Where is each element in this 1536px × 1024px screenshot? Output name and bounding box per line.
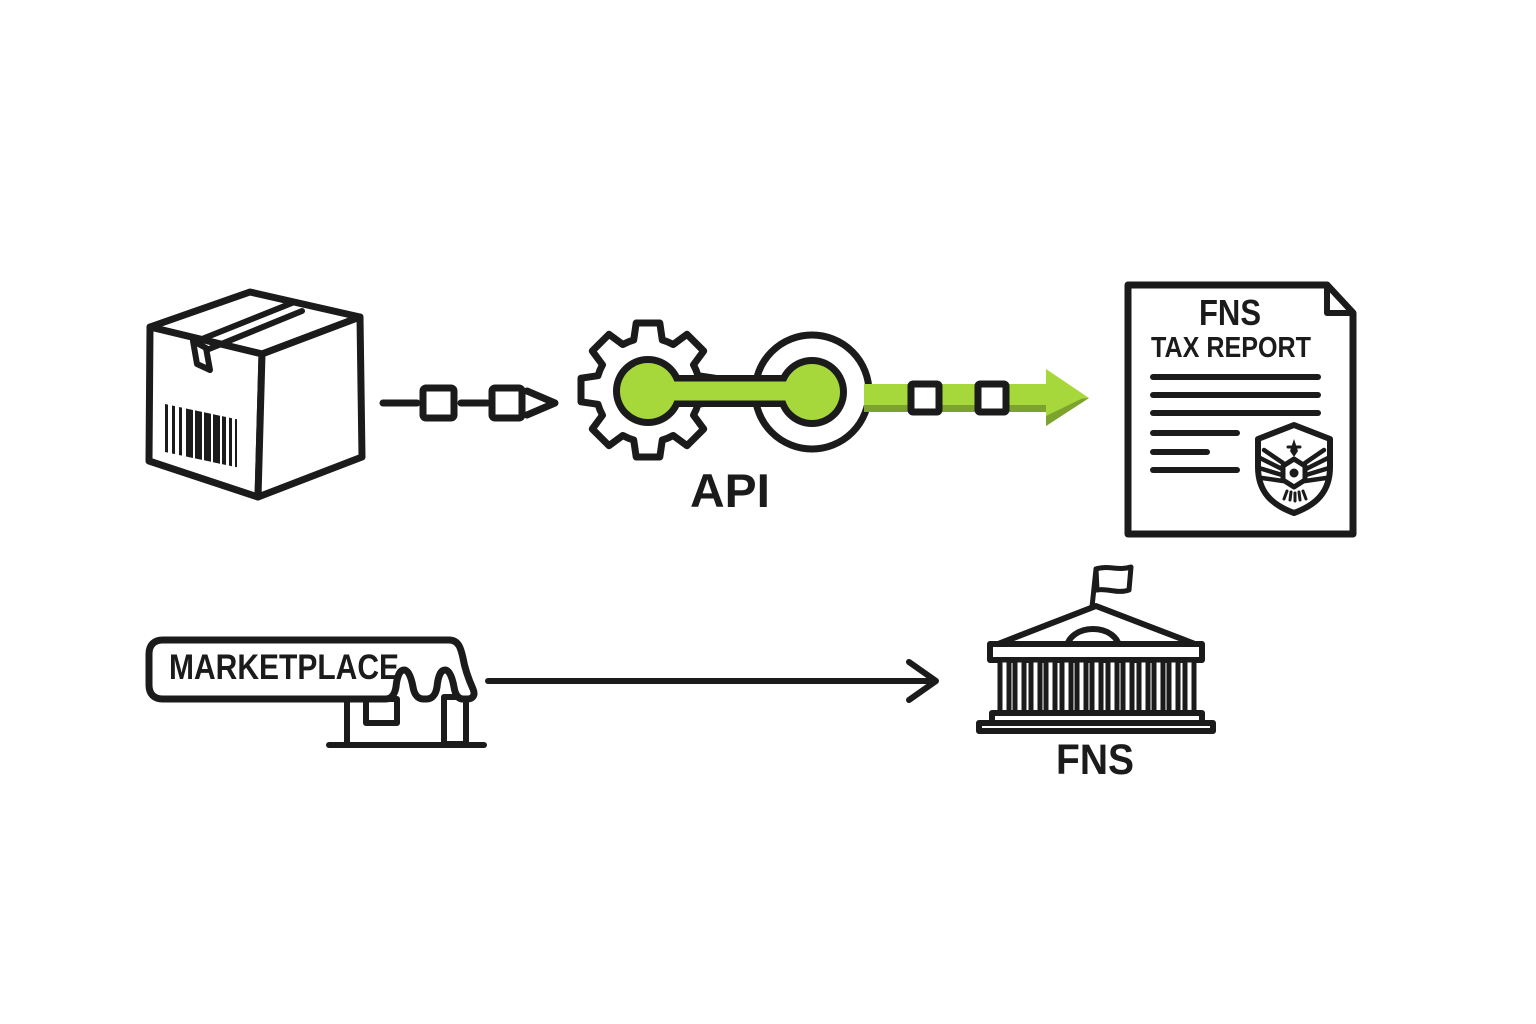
- emblem-ray: [1297, 490, 1302, 502]
- building-column: [1043, 657, 1058, 716]
- building-column: [1136, 657, 1151, 716]
- arrowhead-icon: [523, 387, 559, 419]
- barcode-bar: [186, 408, 193, 458]
- data-packet-square: [488, 384, 526, 422]
- link-node-fill: [620, 363, 676, 419]
- store-pillar: [441, 694, 469, 747]
- building-column: [1120, 657, 1135, 716]
- emblem-wing-feather: [1302, 475, 1329, 484]
- building-column: [997, 657, 1012, 716]
- building-column: [1012, 657, 1027, 716]
- building-column: [1028, 657, 1043, 716]
- tax-report-document-icon: FNS TAX REPORT: [1124, 281, 1357, 538]
- emblem-ray: [1301, 489, 1308, 501]
- marketplace-sign-awning: [145, 636, 478, 703]
- building-column: [1059, 657, 1074, 716]
- barcode-bar: [172, 405, 175, 455]
- box-tape-tab: [190, 338, 213, 373]
- barcode-bar: [179, 406, 182, 456]
- report-title: FNS: [1199, 292, 1261, 333]
- green-arrow-shadow: [864, 405, 1046, 412]
- data-packet-square: [907, 380, 943, 416]
- fns-bank-building-icon: FNS: [976, 564, 1216, 784]
- building-column: [1166, 657, 1181, 716]
- data-packet-square: [974, 380, 1010, 416]
- box-right-face: [254, 313, 366, 501]
- building-column: [1074, 657, 1089, 716]
- emblem-wing-feather: [1303, 465, 1332, 478]
- flag-icon: [1093, 564, 1134, 594]
- marketplace-label: MARKETPLACE: [169, 648, 399, 687]
- data-packet-square: [419, 384, 458, 422]
- fns-label: FNS: [1056, 736, 1134, 784]
- building-column: [1089, 657, 1104, 716]
- document-fold-corner: [1324, 282, 1356, 316]
- emblem-wing-feather: [1261, 447, 1286, 466]
- fns-shield-emblem-icon: [1255, 422, 1333, 516]
- green-arrowhead-shadow: [1046, 398, 1089, 426]
- emblem-wing-feather: [1256, 465, 1285, 478]
- api-label: API: [690, 464, 770, 517]
- report-subtitle: TAX REPORT: [1151, 332, 1311, 364]
- barcode-bar: [222, 416, 226, 465]
- barcode-bar: [235, 418, 237, 468]
- arrowhead-icon: [906, 659, 939, 703]
- store-window: [363, 696, 400, 726]
- box-tape-line: [194, 300, 295, 344]
- package-box-icon: [145, 288, 366, 501]
- barcode-bar: [195, 410, 202, 460]
- emblem-ray: [1288, 490, 1293, 502]
- api-link-bar: [613, 356, 847, 427]
- emblem-ray: [1282, 489, 1289, 501]
- box-tape-line: [206, 308, 305, 352]
- building-base-step: [976, 720, 1216, 734]
- marketplace-to-fns-arrow: [485, 659, 939, 703]
- marketplace-storefront-icon: MARKETPLACE: [145, 636, 487, 748]
- api-gear-connector-icon: API: [577, 319, 1089, 517]
- barcode-bar: [204, 412, 211, 462]
- emblem-core: [1289, 468, 1299, 478]
- emblem-wing-feather: [1259, 475, 1286, 484]
- barcode-icon: [165, 404, 237, 468]
- link-node-fill: [784, 364, 840, 420]
- emblem-wing-feather: [1302, 447, 1327, 466]
- building-column: [1182, 657, 1197, 716]
- connector-dashed-squares: [379, 384, 559, 422]
- emblem-wing-feather: [1257, 455, 1285, 472]
- emblem-wing-feather: [1303, 455, 1331, 472]
- barcode-bar: [165, 404, 168, 453]
- barcode-bar: [229, 417, 232, 467]
- building-column: [1105, 657, 1120, 716]
- barcode-bar: [213, 414, 220, 464]
- building-column: [1151, 657, 1166, 716]
